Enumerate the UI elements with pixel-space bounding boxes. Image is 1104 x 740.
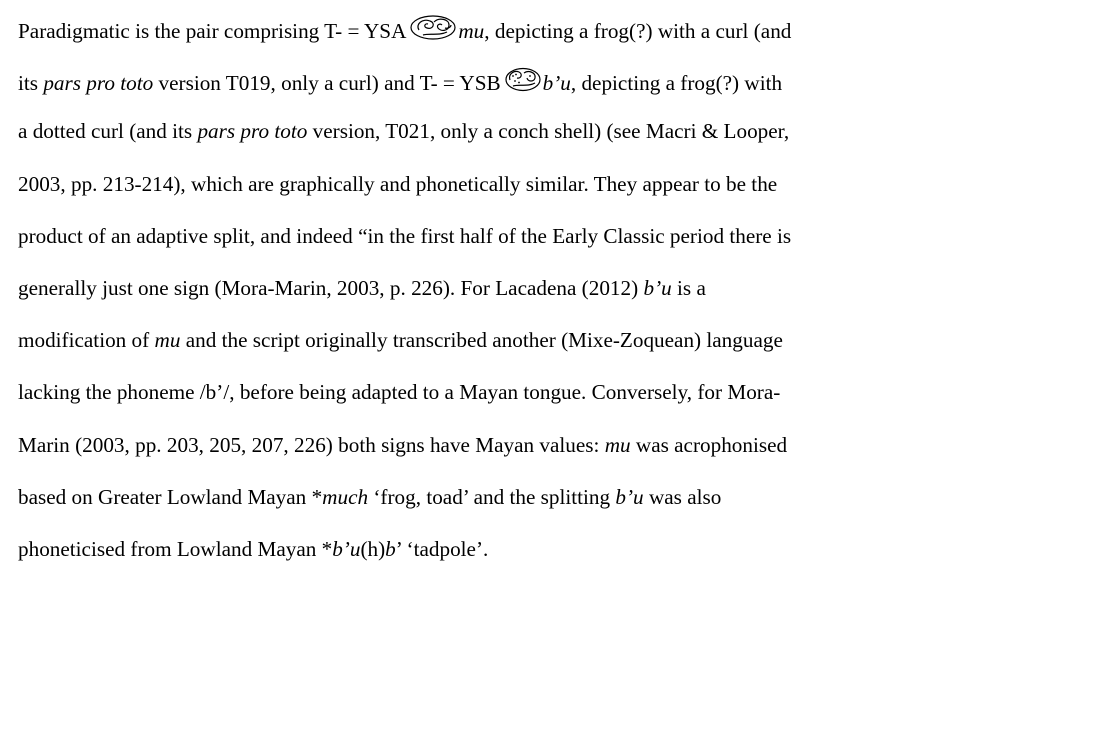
text-run: ‘frog, toad’ and the splitting (368, 484, 616, 509)
text-italic-run: mu (458, 19, 485, 43)
text-italic-run: pars pro toto (43, 71, 154, 96)
text-italic-run: mu (604, 432, 631, 457)
text-line-1: Paradigmatic is the pair comprising T- =… (18, 14, 1098, 66)
text-run: is a (671, 275, 706, 300)
text-run: ’ ‘tadpole’. (395, 536, 489, 561)
text-run: product of an adaptive split, and indeed… (18, 223, 792, 248)
text-run: phoneticised from Lowland Mayan * (18, 536, 333, 561)
text-line-4: 2003, pp. 213-214), which are graphicall… (18, 171, 1098, 223)
text-run: its (18, 71, 44, 96)
frog-curl-glyph-icon (409, 14, 457, 40)
text-line-6: generally just one sign (Mora-Marin, 200… (18, 275, 1098, 327)
text-run: 2003, pp. 213-214), which are graphicall… (18, 171, 778, 196)
text-line-3: a dotted curl (and its pars pro toto ver… (18, 118, 1098, 170)
text-run: , depicting a frog(?) with a curl (and (484, 19, 792, 43)
text-italic-run: b’u (615, 484, 644, 509)
text-run: version T019, only a curl) and T- = YSB (153, 71, 501, 96)
text-italic-run: b’u (643, 275, 672, 300)
frog-dotted-curl-glyph-icon (504, 66, 542, 92)
text-run: generally just one sign (Mora-Marin, 200… (18, 275, 644, 300)
text-run: , depicting a frog(?) with (570, 71, 783, 96)
text-run: lacking the phoneme /b’/, before being a… (18, 380, 781, 405)
text-line-10: based on Greater Lowland Mayan *much ‘fr… (18, 484, 1098, 536)
text-italic-run: mu (154, 328, 181, 353)
text-line-5: product of an adaptive split, and indeed… (18, 223, 1098, 275)
text-run: (h) (360, 536, 386, 561)
document-page: Paradigmatic is the pair comprising T- =… (18, 14, 1098, 588)
text-run: and the script originally transcribed an… (180, 328, 783, 353)
text-run: Marin (2003, pp. 203, 205, 207, 226) bot… (18, 432, 605, 457)
text-run: modification of (18, 328, 155, 353)
text-line-2: its pars pro toto version T019, only a c… (18, 66, 1098, 118)
text-line-9: Marin (2003, pp. 203, 205, 207, 226) bot… (18, 432, 1098, 484)
text-line-8: lacking the phoneme /b’/, before being a… (18, 379, 1098, 431)
text-italic-run: much (322, 484, 369, 509)
text-italic-run: b (385, 536, 396, 561)
text-italic-run: b’u (332, 536, 361, 561)
text-run: based on Greater Lowland Mayan * (18, 484, 323, 509)
text-italic-run: pars pro toto (197, 119, 308, 144)
text-run: was also (643, 484, 722, 509)
text-italic-run: b’u (542, 71, 571, 96)
text-line-11: phoneticised from Lowland Mayan *b’u(h)b… (18, 536, 1098, 588)
text-run: Paradigmatic is the pair comprising T- =… (18, 19, 407, 43)
text-run: a dotted curl (and its (18, 119, 198, 144)
text-run: was acrophonised (630, 432, 788, 457)
text-run: version, T021, only a conch shell) (see … (307, 119, 790, 144)
text-line-7: modification of mu and the script origin… (18, 327, 1098, 379)
